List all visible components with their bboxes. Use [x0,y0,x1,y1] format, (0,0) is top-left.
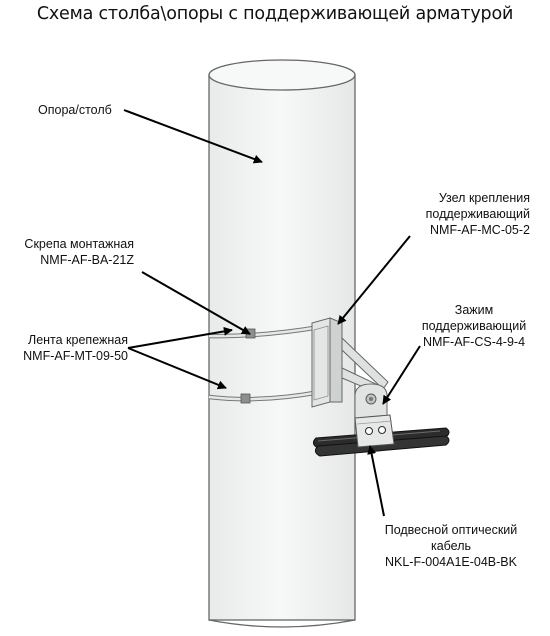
label-clamp-line2: поддерживающий [421,319,527,333]
label-cable-line3: NKL-F-004A1E-04B-BK [384,555,517,569]
label-bracket: Узел крепления поддерживающий NMF-AF-MC-… [400,190,530,238]
arrow-clip [141,271,251,335]
label-bracket-line1: Узел крепления [438,191,530,205]
label-cable: Подвесной оптический кабель NKL-F-004A1E… [380,522,522,570]
label-bracket-line2: поддерживающий [425,207,530,221]
label-bracket-line3: NMF-AF-MC-05-2 [430,223,530,237]
label-clip: Скрепа монтажная NMF-AF-BA-21Z [14,236,134,268]
label-tape-line2: NMF-AF-MT-09-50 [23,349,128,363]
label-cable-line1: Подвесной оптический [384,523,518,537]
label-clamp: Зажим поддерживающий NMF-AF-CS-4-9-4 [412,302,536,350]
page-title: Схема столба\опоры с поддерживающей арма… [36,4,514,24]
arrow-cable [367,445,385,517]
arrow-tape-lower [127,347,227,390]
arrow-clamp [382,345,421,405]
arrow-bracket [337,235,411,325]
label-pole: Опора/столб [38,103,112,117]
arrow-pole [123,109,263,164]
label-tape-line1: Лента крепежная [27,333,128,347]
label-tape: Лента крепежная NMF-AF-MT-09-50 [10,332,128,364]
tape-band-upper [208,324,321,339]
arrow-tape-upper [127,326,233,349]
label-clip-line2: NMF-AF-BA-21Z [40,253,134,267]
leader-arrows [123,109,421,517]
label-clamp-line3: NMF-AF-CS-4-9-4 [422,335,526,349]
tape-band-lower [208,389,321,402]
label-clip-line1: Скрепа монтажная [24,237,134,251]
label-clamp-line1: Зажим [454,303,494,317]
label-cable-line2: кабель [430,539,472,553]
clip-lower [240,393,251,404]
suspension-clamp [354,414,395,448]
